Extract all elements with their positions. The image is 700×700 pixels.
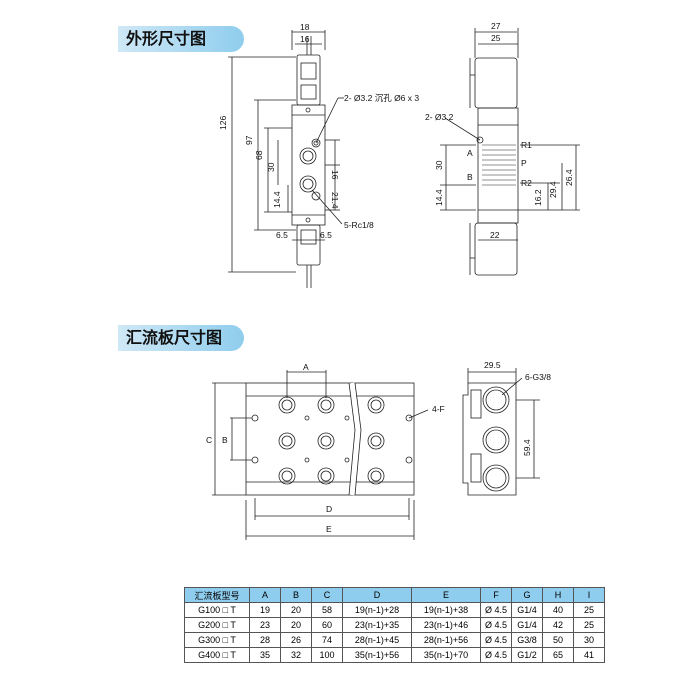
table-row: G100 □ T 19 20 58 19(n-1)+28 19(n-1)+38 …: [184, 602, 605, 618]
cell: 100: [311, 647, 343, 663]
label-b: B: [222, 435, 228, 445]
callout-ports: 5-Rc1/8: [344, 220, 374, 230]
table-header-row: 汇流板型号 A B C D E F G H I: [184, 587, 605, 603]
cell: 26: [280, 632, 312, 648]
cell: 60: [311, 617, 343, 633]
cell: 32: [280, 647, 312, 663]
callout-4f: 4-F: [432, 404, 445, 414]
dim-14-4: 14.4: [272, 191, 282, 208]
manifold-ports: [251, 396, 413, 485]
cell: Ø 4.5: [480, 617, 512, 633]
port-b: B: [467, 172, 473, 182]
dim-6-5-right: 6.5: [320, 230, 332, 240]
manifold-view: A C B D E 4-F: [206, 362, 445, 540]
cell: 20: [280, 602, 312, 618]
dim-68: 68: [254, 150, 264, 160]
header-c: C: [311, 587, 343, 603]
cell: Ø 4.5: [480, 602, 512, 618]
table-row: G200 □ T 23 20 60 23(n-1)+35 23(n-1)+46 …: [184, 617, 605, 633]
header-e: E: [411, 587, 481, 603]
dim-16: 16: [300, 34, 310, 44]
manifold-spec-table: 汇流板型号 A B C D E F G H I G100 □ T 19 20 5…: [184, 587, 605, 663]
cell: 23(n-1)+46: [411, 617, 481, 633]
label-c: C: [206, 435, 212, 445]
header-i: I: [573, 587, 605, 603]
cell: 50: [542, 632, 574, 648]
header-h: H: [542, 587, 574, 603]
dim-27: 27: [491, 21, 501, 31]
dim-22: 22: [490, 230, 500, 240]
table-row: G400 □ T 35 32 100 35(n-1)+56 35(n-1)+70…: [184, 647, 605, 663]
cell: G300 □ T: [184, 632, 250, 648]
callout-mounting-holes: 2- Ø3.2 沉孔 Ø6 x 3: [344, 93, 419, 103]
cell: 25: [573, 617, 605, 633]
table-row: G300 □ T 28 26 74 28(n-1)+45 28(n-1)+56 …: [184, 632, 605, 648]
header-d: D: [342, 587, 412, 603]
technical-drawing: 18 16 126 97 68 30 14.4 16 21.4 2- Ø3.2 …: [206, 21, 580, 540]
dim-14-4: 14.4: [434, 189, 444, 206]
cell: 28(n-1)+45: [342, 632, 412, 648]
cell: 23(n-1)+35: [342, 617, 412, 633]
dim-30: 30: [434, 160, 444, 170]
cell: G3/8: [511, 632, 543, 648]
cell: 19(n-1)+38: [411, 602, 481, 618]
cell: 40: [542, 602, 574, 618]
cell: 41: [573, 647, 605, 663]
callout-hole: 2- Ø3.2: [425, 112, 454, 122]
header-f: F: [480, 587, 512, 603]
callout-6g: 6-G3/8: [525, 372, 551, 382]
cell: 25: [573, 602, 605, 618]
dim-30: 30: [266, 162, 276, 172]
dim-97: 97: [244, 135, 254, 145]
cell: 42: [542, 617, 574, 633]
cell: G200 □ T: [184, 617, 250, 633]
cell: G1/4: [511, 617, 543, 633]
cell: 58: [311, 602, 343, 618]
cell: 35(n-1)+70: [411, 647, 481, 663]
cell: Ø 4.5: [480, 632, 512, 648]
cell: G400 □ T: [184, 647, 250, 663]
dim-6-5-left: 6.5: [276, 230, 288, 240]
front-view: 18 16 126 97 68 30 14.4 16 21.4 2- Ø3.2 …: [218, 22, 419, 288]
label-a: A: [303, 362, 309, 372]
header-a: A: [249, 587, 281, 603]
dim-18: 18: [300, 22, 310, 32]
dim-25: 25: [491, 33, 501, 43]
side-view: 27 25 22 30 14.4 2- Ø3.2 A B R1 P R2 16.…: [425, 21, 580, 276]
cell: 30: [573, 632, 605, 648]
cell: 35(n-1)+56: [342, 647, 412, 663]
cell: G100 □ T: [184, 602, 250, 618]
label-d: D: [326, 504, 332, 514]
dim-21-4: 21.4: [330, 192, 340, 209]
cell: 28(n-1)+56: [411, 632, 481, 648]
cell: G1/4: [511, 602, 543, 618]
cell: 28: [249, 632, 281, 648]
label-e: E: [326, 524, 332, 534]
dim-126: 126: [218, 116, 228, 130]
manifold-side-view: 29.5 6-G3/8 59.4: [462, 360, 551, 496]
header-b: B: [280, 587, 312, 603]
dim-29-4: 29.4: [548, 181, 558, 198]
cell: 65: [542, 647, 574, 663]
cell: 20: [280, 617, 312, 633]
port-a: A: [467, 148, 473, 158]
port-p: P: [521, 158, 527, 168]
cell: Ø 4.5: [480, 647, 512, 663]
cell: 74: [311, 632, 343, 648]
header-g: G: [511, 587, 543, 603]
cell: 35: [249, 647, 281, 663]
dim-16-2: 16.2: [533, 189, 543, 206]
cell: 23: [249, 617, 281, 633]
dim-26-4: 26.4: [564, 169, 574, 186]
header-model: 汇流板型号: [184, 587, 250, 603]
section-title-outline: 外形尺寸图: [118, 26, 244, 52]
dim-59-4: 59.4: [522, 439, 532, 456]
cell: G1/2: [511, 647, 543, 663]
dim-16: 16: [330, 170, 340, 180]
dim-29-5: 29.5: [484, 360, 501, 370]
cell: 19(n-1)+28: [342, 602, 412, 618]
cell: 19: [249, 602, 281, 618]
section-title-manifold: 汇流板尺寸图: [118, 325, 244, 351]
